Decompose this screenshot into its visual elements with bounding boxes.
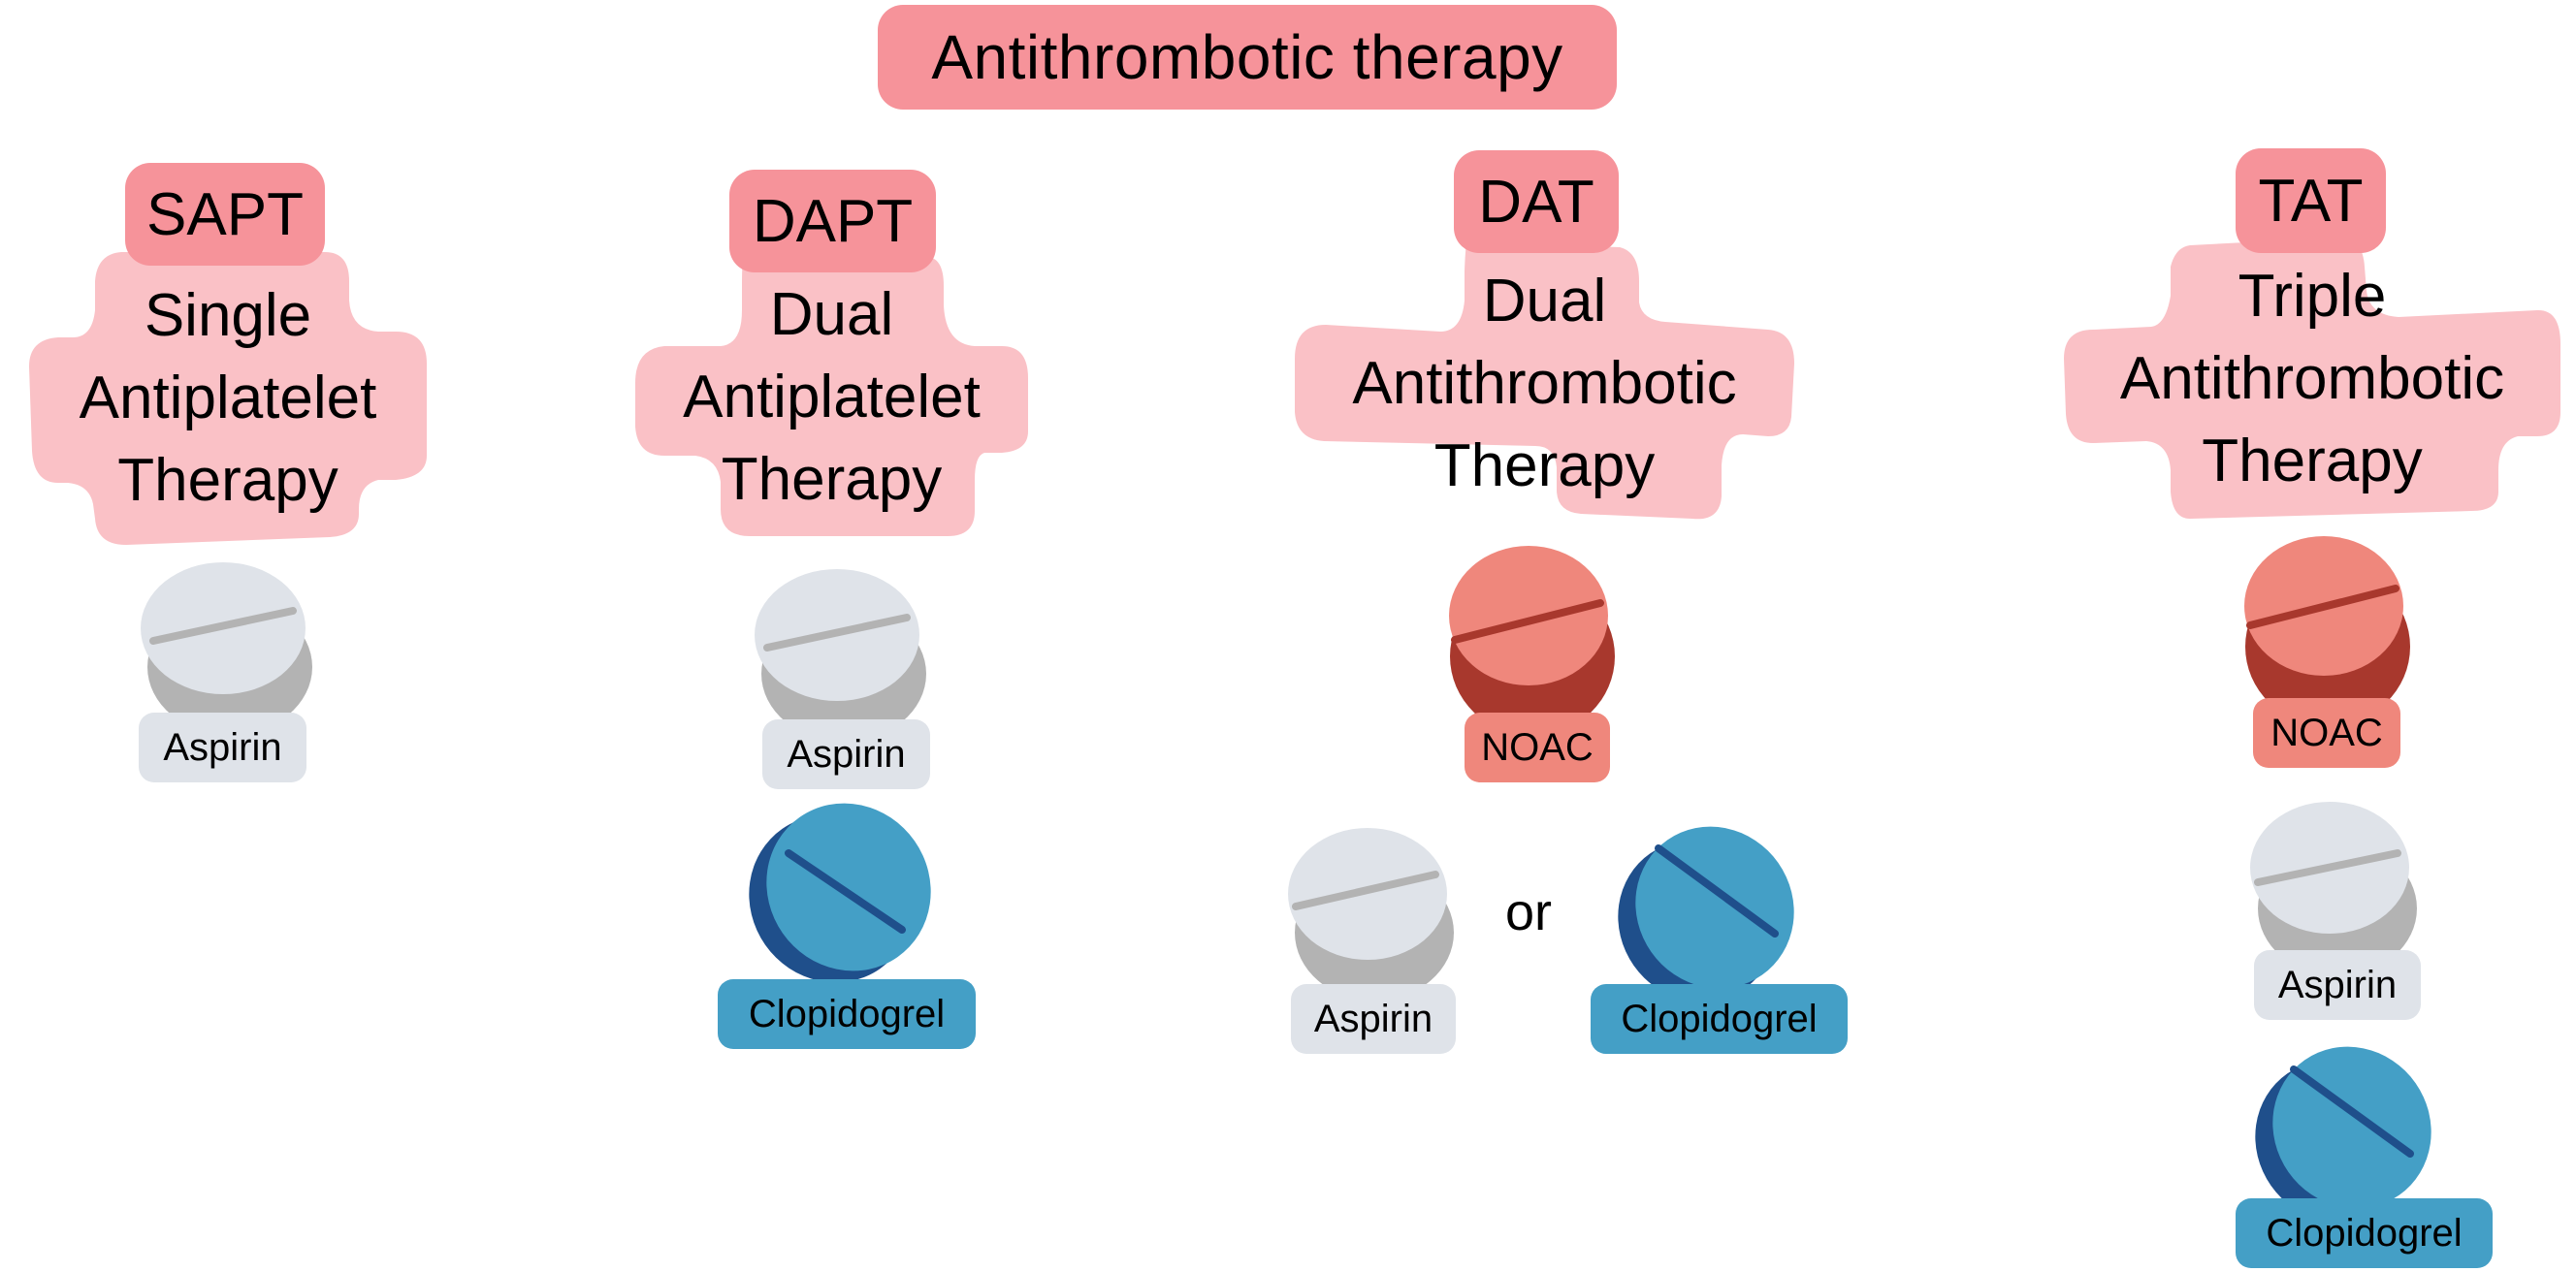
desc-line-3: Therapy	[1433, 431, 1656, 499]
drug-label-aspirin: Aspirin	[762, 719, 930, 789]
drug-label-aspirin: Aspirin	[2254, 950, 2421, 1020]
drug-label-clopidogrel: Clopidogrel	[1591, 984, 1848, 1054]
noac-pill-icon	[1435, 546, 1629, 736]
desc-line-2: Antithrombotic	[1352, 349, 1737, 417]
dat-abbr-box: DAT	[1454, 150, 1619, 253]
desc-line-1: Single	[144, 281, 312, 349]
drug-label-aspirin: Aspirin	[1291, 984, 1456, 1054]
aspirin-pill-icon	[750, 567, 934, 742]
drug-label-aspirin: Aspirin	[139, 713, 306, 782]
desc-line-3: Therapy	[2202, 427, 2423, 494]
drug-label-clopidogrel: Clopidogrel	[718, 979, 976, 1049]
noac-pill-icon	[2231, 536, 2425, 726]
sapt-abbr-box: SAPT	[125, 163, 325, 266]
desc-line-2: Antiplatelet	[79, 364, 377, 431]
aspirin-pill-icon	[1280, 824, 1465, 1001]
clopidogrel-pill-icon	[2255, 1042, 2439, 1223]
description-shape	[1295, 242, 1794, 520]
description-shape	[29, 252, 427, 545]
clopidogrel-pill-icon	[1618, 822, 1804, 1002]
aspirin-pill-icon	[136, 560, 320, 735]
dat-description-box: Dual Antithrombotic Therapy	[1295, 242, 1794, 524]
diagram-title: Antithrombotic therapy	[878, 5, 1617, 110]
tat-abbr-box: TAT	[2236, 148, 2386, 253]
sapt-description-box: Single Antiplatelet Therapy	[29, 252, 427, 545]
desc-line-3: Therapy	[721, 445, 943, 513]
dapt-abbr-box: DAPT	[729, 170, 936, 272]
dapt-description-box: Dual Antiplatelet Therapy	[635, 257, 1028, 536]
drug-label-noac: NOAC	[2253, 698, 2400, 768]
description-shape	[635, 257, 1028, 536]
tat-description-box: Triple Antithrombotic Therapy	[2064, 238, 2560, 519]
desc-line-2: Antithrombotic	[2119, 344, 2505, 412]
desc-line-1: Dual	[769, 280, 894, 348]
desc-line-2: Antiplatelet	[683, 363, 981, 430]
drug-label-noac: NOAC	[1465, 713, 1610, 782]
or-connector: or	[1505, 883, 1553, 941]
drug-label-clopidogrel: Clopidogrel	[2236, 1198, 2493, 1268]
desc-line-1: Triple	[2238, 262, 2387, 330]
aspirin-pill-icon	[2240, 800, 2425, 976]
desc-line-1: Dual	[1482, 267, 1607, 334]
desc-line-3: Therapy	[117, 446, 338, 514]
clopidogrel-pill-icon	[749, 800, 936, 984]
description-shape	[2064, 238, 2560, 519]
